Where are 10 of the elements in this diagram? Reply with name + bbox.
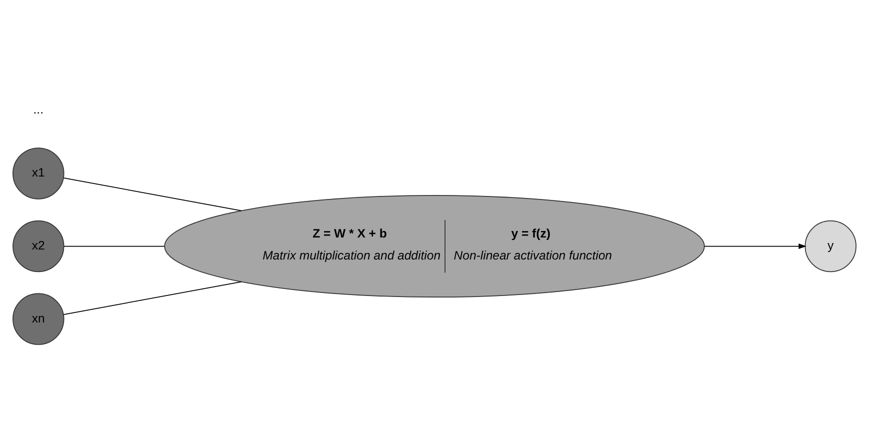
- connector: [63, 178, 242, 212]
- node-circle: xn: [12, 293, 64, 345]
- connector: [63, 281, 242, 315]
- node-circle: y: [804, 220, 856, 272]
- node-circle: x1: [12, 148, 64, 200]
- connector: [64, 246, 165, 247]
- node-circle: x2: [12, 220, 64, 272]
- label: ...: [33, 102, 44, 117]
- node-ellipse: Z = W * X + b Matrix multiplication and addition y = f(z) Non-linear activation function: [164, 194, 705, 298]
- arrow: [704, 243, 806, 250]
